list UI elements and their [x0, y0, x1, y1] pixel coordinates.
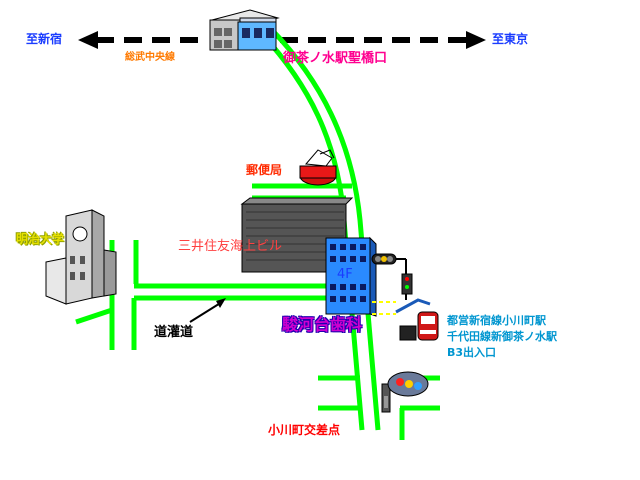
crossing-label: 小川町交差点: [268, 423, 341, 437]
east-arrow-icon: [466, 31, 486, 49]
university-label: 明治大学: [16, 232, 65, 246]
road-label: 道灌道: [154, 325, 194, 340]
mailbox-icon: [299, 149, 337, 186]
train-icon: [209, 9, 280, 51]
subway-exit-label: B3出入口: [447, 346, 497, 359]
subway-car-icon: [395, 298, 439, 341]
subway-line-label: 千代田線新御茶ノ水駅: [447, 330, 557, 343]
floor-label: 4F: [337, 267, 353, 282]
office-building-icon: [240, 197, 354, 273]
clinic-tower-icon: [325, 236, 377, 317]
to-tokyo-label: 至東京: [492, 32, 529, 46]
post-office-label: 郵便局: [246, 163, 283, 177]
traffic-light-icon: [371, 253, 413, 300]
to-shinjuku-label: 至新宿: [26, 32, 63, 46]
rail-line: [78, 31, 486, 49]
road-arrow-icon: [189, 298, 226, 323]
west-arrow-icon: [78, 31, 98, 49]
subway-line-label: 都営新宿線小川町駅: [447, 314, 546, 327]
rail-line-label: 総武中央線: [125, 52, 175, 63]
crossing-signal-icon: [381, 371, 429, 413]
station-exit-label: 御茶ノ水駅聖橋口: [283, 51, 388, 66]
university-building-icon: [45, 209, 117, 305]
building-label: 三井住友海上ビル: [178, 239, 283, 254]
clinic-link-lines: [372, 301, 396, 315]
clinic-label: 駿河台歯科: [282, 315, 363, 334]
